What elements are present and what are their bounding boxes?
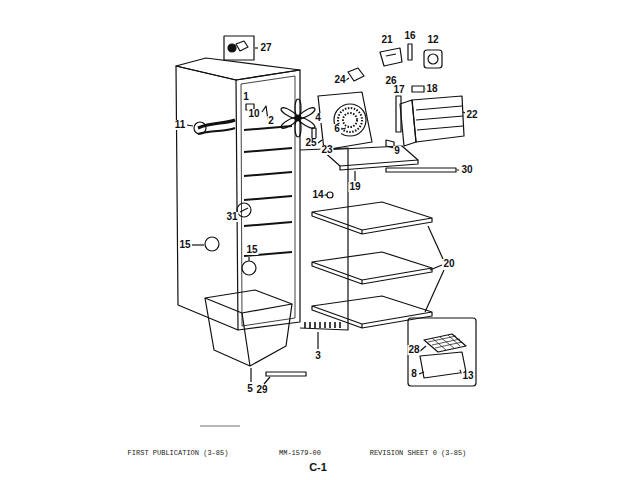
detail-frame bbox=[224, 36, 254, 60]
shelf bbox=[322, 146, 418, 166]
leader-line bbox=[419, 372, 424, 374]
page-number: C-1 bbox=[308, 461, 328, 473]
callout-number: 15 bbox=[245, 245, 258, 255]
callout-number: 22 bbox=[465, 110, 478, 120]
callout-number: 19 bbox=[348, 182, 361, 192]
thermostat bbox=[348, 68, 364, 81]
callout-number: 24 bbox=[333, 75, 346, 85]
callout-number: 29 bbox=[255, 385, 268, 395]
bar bbox=[412, 86, 424, 92]
leader-line bbox=[425, 226, 444, 312]
callout-number: 27 bbox=[259, 43, 272, 53]
ice-bucket bbox=[412, 96, 464, 142]
cabinet-top bbox=[176, 58, 300, 80]
rod bbox=[408, 44, 412, 60]
evaporator-cover bbox=[318, 92, 372, 150]
fan-blade bbox=[280, 99, 317, 137]
fan-grille bbox=[334, 104, 366, 136]
detail-frame bbox=[408, 318, 476, 386]
callout-number: 12 bbox=[426, 35, 439, 45]
leader-line bbox=[457, 169, 459, 170]
callout-number: 8 bbox=[410, 369, 418, 379]
bulb-icon bbox=[228, 44, 236, 52]
callout-number: 20 bbox=[442, 259, 455, 269]
tube bbox=[396, 96, 401, 132]
crisper-cover bbox=[420, 352, 466, 378]
callout-number: 1 bbox=[242, 92, 250, 102]
leader-line bbox=[354, 171, 355, 181]
footer-text: REVISION SHEET 0 (3-85) bbox=[369, 449, 468, 457]
callout-number: 3 bbox=[314, 351, 322, 361]
callout-number: 25 bbox=[304, 138, 317, 148]
fan-grille bbox=[338, 108, 362, 132]
rule bbox=[200, 426, 240, 427]
callout-number: 31 bbox=[225, 212, 238, 222]
callout-number: 17 bbox=[392, 85, 405, 95]
callout-number: 2 bbox=[267, 116, 275, 126]
footer-text: MM-1579-00 bbox=[278, 449, 322, 457]
crisper-cover bbox=[424, 334, 466, 352]
crisper-pan bbox=[205, 298, 292, 366]
callout-number: 5 bbox=[246, 384, 254, 394]
callout-number: 4 bbox=[314, 113, 322, 123]
control-knob bbox=[194, 122, 206, 134]
callout-number: 21 bbox=[380, 35, 393, 45]
leader-line bbox=[318, 140, 322, 143]
bracket bbox=[380, 48, 402, 66]
leader-line bbox=[187, 125, 193, 126]
callout-number: 16 bbox=[403, 31, 416, 41]
ice-bucket bbox=[400, 100, 416, 146]
leader-line bbox=[192, 244, 204, 245]
ice-bucket bbox=[416, 106, 463, 130]
callout-number: 28 bbox=[407, 345, 420, 355]
callout-number: 9 bbox=[393, 146, 401, 156]
vent-grille bbox=[305, 322, 340, 328]
screw bbox=[327, 192, 333, 198]
leader-line bbox=[250, 368, 251, 382]
trim-strip bbox=[386, 168, 456, 172]
back-panel bbox=[300, 148, 348, 330]
knob bbox=[428, 54, 438, 64]
crisper-pan bbox=[205, 290, 292, 313]
footer-text: FIRST PUBLICATION (3-85) bbox=[127, 449, 230, 457]
callout-number: 15 bbox=[178, 240, 191, 250]
crisper-cover-grid bbox=[428, 335, 462, 350]
leader-line bbox=[264, 377, 270, 384]
cabinet-side bbox=[176, 66, 238, 330]
liner-inner bbox=[241, 76, 295, 326]
callout-number: 30 bbox=[460, 165, 473, 175]
control-part bbox=[240, 208, 248, 212]
shelf bbox=[312, 202, 432, 328]
callout-number: 14 bbox=[311, 190, 324, 200]
knob bbox=[424, 50, 442, 68]
callout-number: 6 bbox=[333, 124, 341, 134]
callout-number: 23 bbox=[320, 145, 333, 155]
callout-number: 11 bbox=[174, 120, 187, 130]
bulb-icon bbox=[236, 41, 248, 51]
callout-number: 18 bbox=[425, 84, 438, 94]
light-bulb bbox=[242, 257, 256, 275]
shelf-rails bbox=[244, 126, 292, 256]
leader-line bbox=[255, 47, 258, 48]
callout-number: 10 bbox=[247, 109, 260, 119]
fan-grille bbox=[343, 113, 357, 127]
callout-number: 13 bbox=[461, 371, 474, 381]
control-part bbox=[237, 203, 251, 217]
control-tube bbox=[198, 120, 235, 128]
trim-strip bbox=[266, 372, 306, 376]
leader-line bbox=[342, 128, 346, 129]
light-shield bbox=[205, 237, 219, 251]
leader-line bbox=[317, 332, 318, 349]
